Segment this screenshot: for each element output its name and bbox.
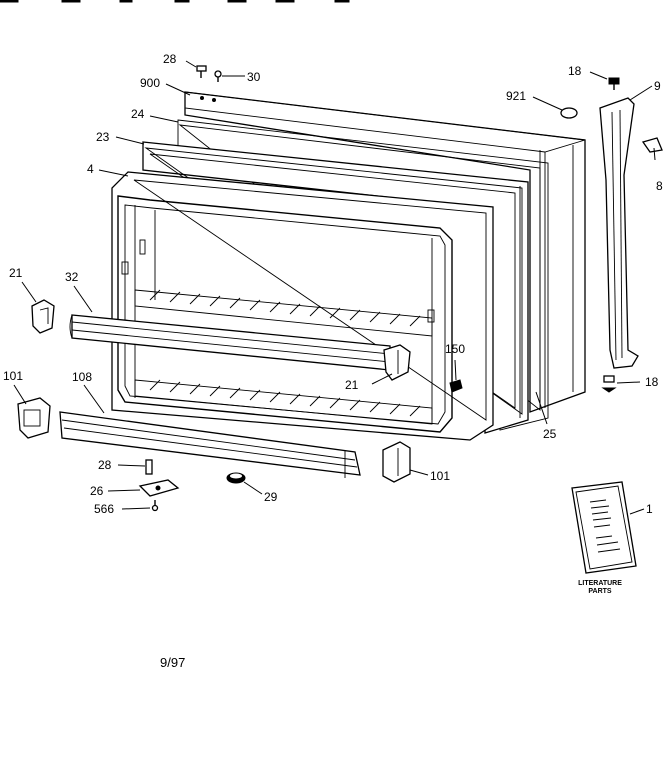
literature-booklet	[571, 481, 637, 574]
callout-101-left: 101	[3, 369, 23, 383]
booklet-text-lines	[589, 499, 621, 553]
callout-18-top: 18	[568, 64, 582, 78]
callout-30: 30	[247, 70, 261, 84]
screw-18-bottom	[601, 375, 617, 393]
callout-1: 1	[646, 502, 653, 516]
callout-101-right: 101	[430, 469, 450, 483]
end-cap-21-left	[31, 299, 55, 334]
bracket-8	[641, 137, 663, 153]
callout-26: 26	[90, 484, 104, 498]
pin-566	[151, 500, 159, 512]
literature-label-line2: PARTS	[588, 588, 612, 595]
end-cap-21-mid	[383, 344, 411, 381]
callout-24: 24	[131, 107, 145, 121]
upper-shelf-ribs	[149, 289, 421, 327]
callout-900: 900	[140, 76, 160, 90]
callout-28-top: 28	[163, 52, 177, 66]
end-cap-101-right	[382, 441, 411, 483]
callout-29: 29	[264, 490, 278, 504]
clip-150	[449, 379, 463, 393]
callout-108: 108	[72, 370, 92, 384]
callout-150: 150	[445, 342, 465, 356]
leader-lines	[13, 60, 656, 515]
callout-9: 9	[654, 79, 661, 93]
callout-23: 23	[96, 130, 110, 144]
callout-921: 921	[506, 89, 526, 103]
callout-28-bottom: 28	[98, 458, 112, 472]
screw-28-bottom	[145, 459, 153, 475]
callout-4: 4	[87, 162, 94, 176]
hinge-9	[599, 97, 639, 369]
callout-32: 32	[65, 270, 79, 284]
screw-28-top	[196, 65, 207, 78]
callout-8: 8	[656, 179, 663, 193]
door-liner	[111, 171, 494, 441]
callout-25: 25	[543, 427, 557, 441]
screw-30	[214, 70, 222, 82]
literature-label-line1: LITERATURE	[578, 580, 622, 587]
screw-18-top	[608, 77, 620, 90]
callout-21-mid: 21	[345, 378, 359, 392]
callout-18-bottom: 18	[645, 375, 659, 389]
bumper-29	[226, 472, 246, 484]
date-code: 9/97	[160, 655, 185, 670]
lower-shelf-ribs	[149, 379, 421, 417]
callout-566: 566	[94, 502, 114, 516]
bracket-26	[138, 479, 180, 497]
top-crop-marks	[0, 0, 350, 3]
shelf-bar-108	[59, 411, 361, 478]
plug-921	[560, 107, 578, 119]
end-cap-101-left	[17, 397, 51, 439]
callout-21-left: 21	[9, 266, 23, 280]
callout-numbers: 28 30 900 24 23 4 921 18 9 8 21 32 150 2…	[3, 52, 663, 516]
